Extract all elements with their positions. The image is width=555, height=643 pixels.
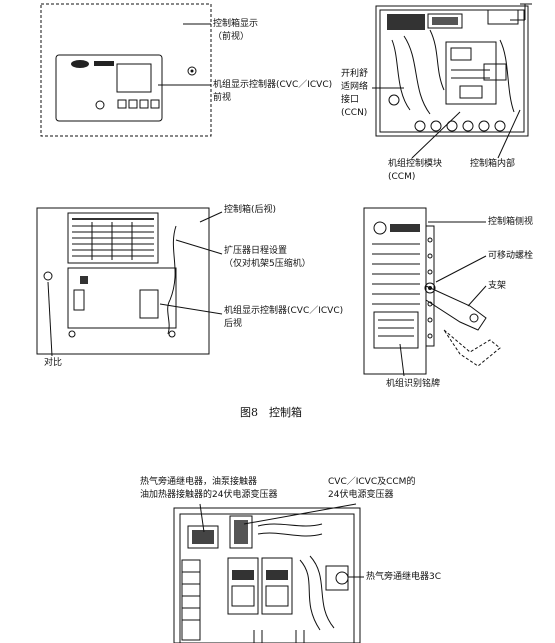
- label-expander-line2: （仅对机架5压缩机）: [224, 259, 311, 269]
- leader-controller-rear: [159, 303, 223, 315]
- label-controller-front-line1: 机组显示控制器(CVC／ICVC): [213, 80, 333, 90]
- leader-thumbscrew: [435, 255, 487, 283]
- label-bracket: 支架: [488, 281, 507, 291]
- label-ccm: 机组控制模块 (CCM): [388, 158, 442, 184]
- label-display-front-line2: （前视）: [213, 32, 250, 42]
- control-box-front-view: [40, 3, 212, 137]
- label-transformer-line1: CVC／ICVC及CCM的: [328, 477, 416, 487]
- label-relays: 热气旁通继电器，油泵接触器 油加热器接触器的24伏电源变压器: [140, 476, 277, 502]
- leader-bracket: [467, 285, 487, 307]
- leader-contrast: [47, 281, 53, 357]
- label-box-inside: 控制箱内部: [470, 159, 516, 169]
- control-panel-relays-view: [173, 507, 361, 643]
- label-contrast: 对比: [44, 358, 63, 368]
- label-relays-line1: 热气旁通继电器，油泵接触器: [140, 477, 258, 487]
- leader-ccm: [411, 111, 461, 159]
- label-ccn-line2: 适网络: [341, 82, 369, 92]
- label-ccm-line1: 机组控制模块: [388, 159, 443, 169]
- label-ccn-line4: (CCN): [341, 108, 368, 118]
- figure-caption: 图8 控制箱: [240, 406, 302, 419]
- leader-box-inside: [497, 109, 521, 159]
- label-controller-front: 机组显示控制器(CVC／ICVC) 前视: [213, 79, 332, 105]
- label-transformer-line2: 24伏电源变压器: [328, 490, 394, 500]
- control-box-inside-view: [375, 3, 532, 137]
- label-hgbp-relay: 热气旁通继电器3C: [366, 572, 442, 582]
- label-display-front-line1: 控制箱显示: [213, 19, 259, 29]
- leader-relays: [199, 503, 205, 533]
- label-controller-rear-line1: 机组显示控制器(CVC／ICVC): [224, 306, 344, 316]
- label-box-side: 控制箱侧视: [488, 217, 534, 227]
- control-box-side-view: [363, 207, 501, 375]
- label-thumbscrew: 可移动螺栓: [488, 251, 534, 261]
- leader-box-rear: [199, 211, 223, 223]
- label-ccn-line1: 开利舒: [341, 69, 369, 79]
- leader-expander: [175, 239, 223, 255]
- label-ccm-line2: (CCM): [388, 172, 416, 182]
- label-box-rear: 控制箱(后视): [224, 205, 277, 215]
- leader-nameplate: [399, 343, 405, 377]
- label-display-front: 控制箱显示 （前视）: [213, 18, 258, 44]
- leader-transformer: [243, 503, 357, 525]
- label-ccn: 开利舒 适网络 接口 (CCN): [341, 68, 368, 120]
- label-expander: 扩压器日程设置 （仅对机架5压缩机）: [224, 245, 311, 271]
- label-nameplate: 机组识别铭牌: [386, 379, 441, 389]
- label-expander-line1: 扩压器日程设置: [224, 246, 288, 256]
- label-relays-line2: 油加热器接触器的24伏电源变压器: [140, 490, 278, 500]
- control-box-rear-view: [36, 207, 210, 355]
- label-controller-rear: 机组显示控制器(CVC／ICVC) 后视: [224, 305, 343, 331]
- label-ccn-line3: 接口: [341, 95, 360, 105]
- label-transformer: CVC／ICVC及CCM的 24伏电源变压器: [328, 476, 415, 502]
- label-controller-front-line2: 前视: [213, 93, 232, 103]
- label-controller-rear-line2: 后视: [224, 319, 243, 329]
